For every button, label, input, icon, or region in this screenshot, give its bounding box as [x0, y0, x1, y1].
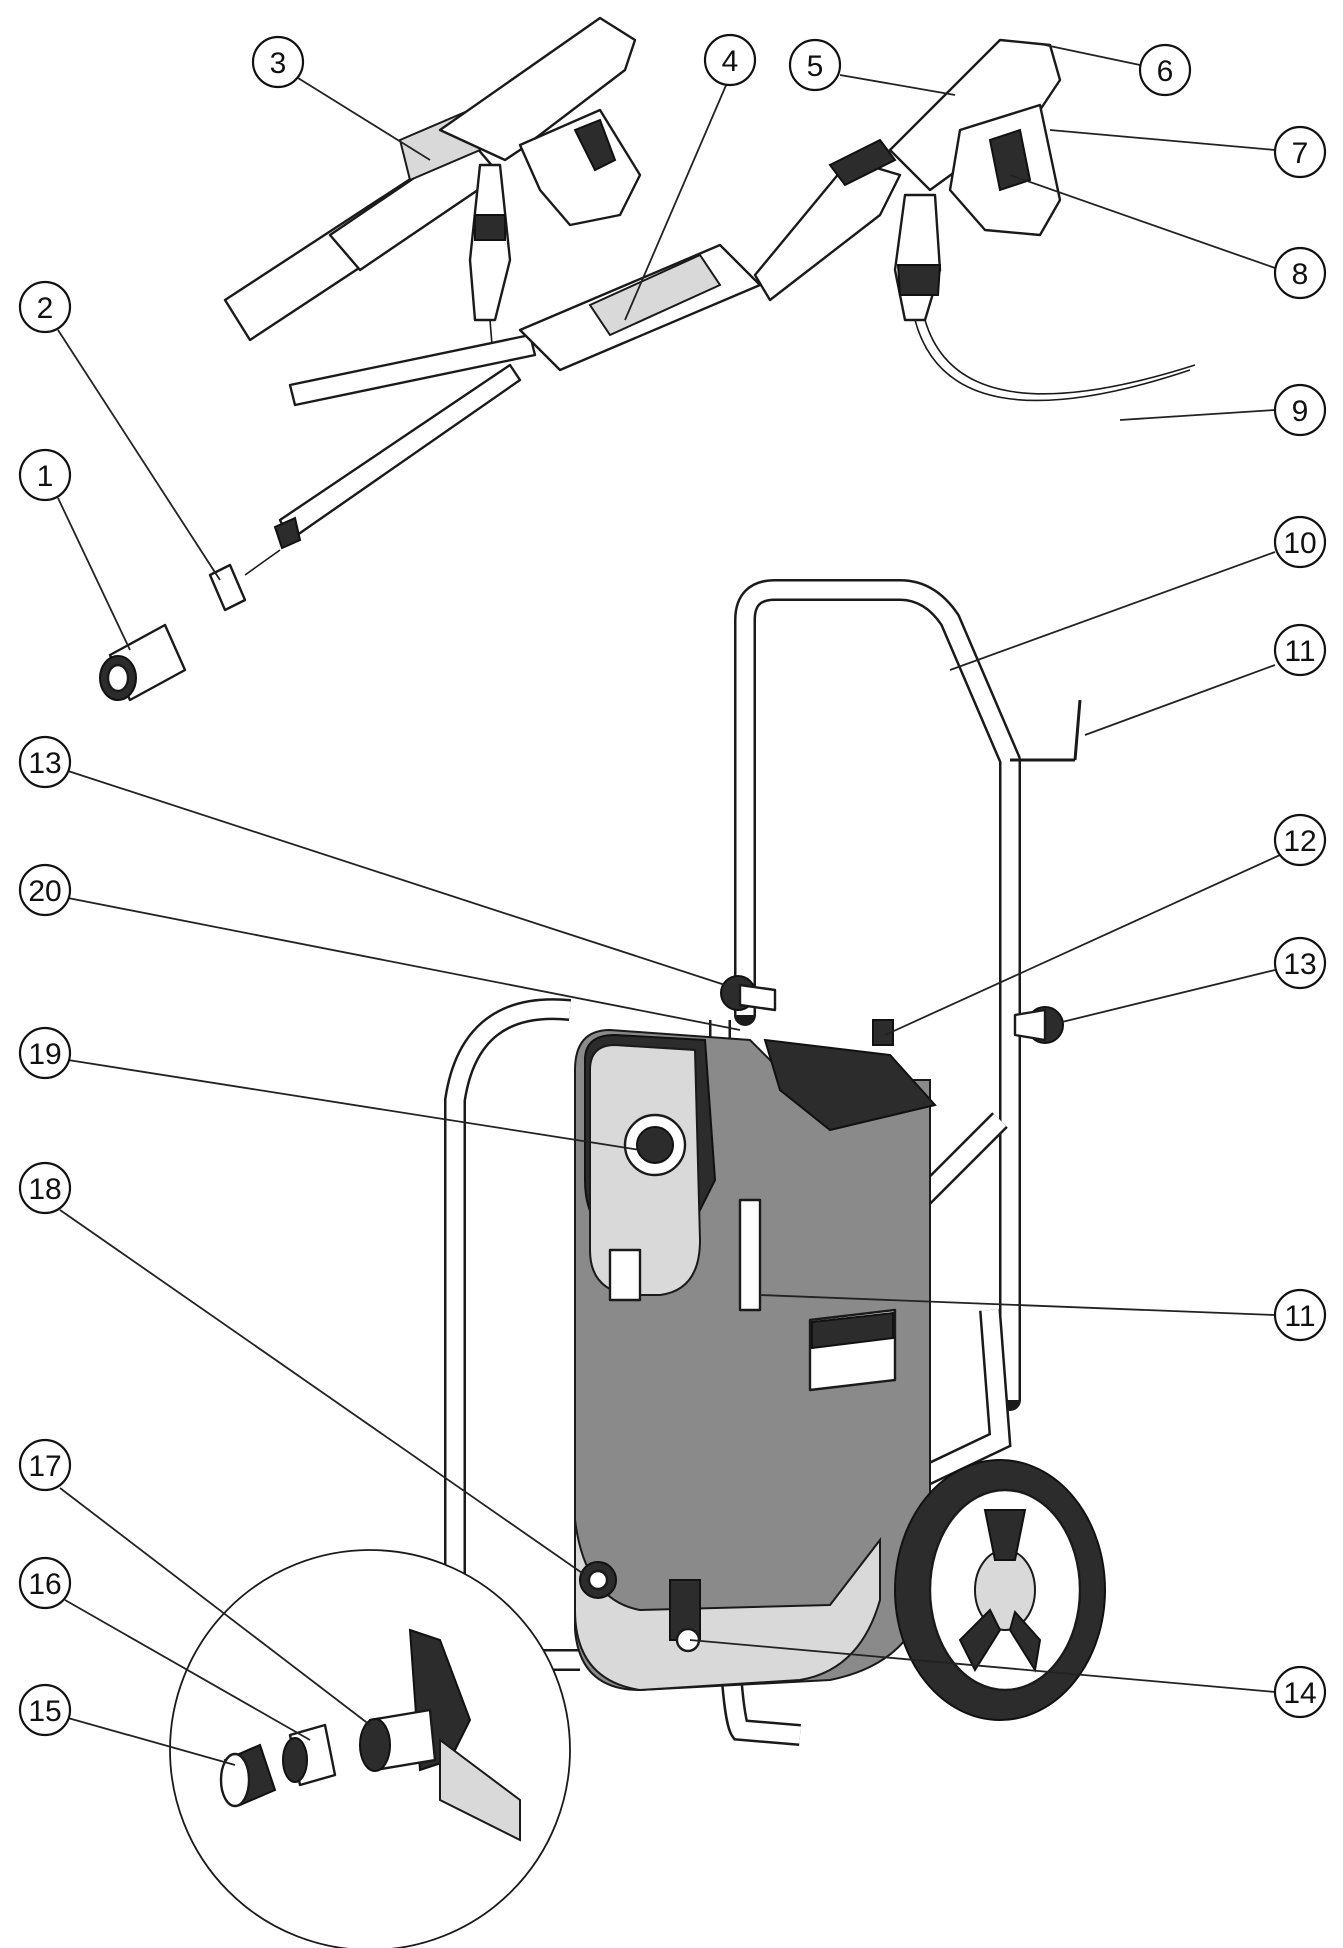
- callout-4: 4: [624, 33, 757, 321]
- callout-16-label: 16: [28, 1568, 61, 1601]
- illustration: [99, 16, 1196, 1948]
- callout-7: 7: [1049, 125, 1327, 179]
- callout-8: 8: [1009, 174, 1327, 300]
- callout-10: 10: [949, 515, 1327, 671]
- callout-18: 18: [18, 1161, 586, 1576]
- callout-14-label: 14: [1283, 1677, 1316, 1710]
- callout-5: 5: [788, 38, 956, 96]
- callout-4-label: 4: [722, 45, 739, 78]
- callout-15-label: 15: [28, 1695, 61, 1728]
- callout-11-top: 11: [1084, 623, 1327, 736]
- inlet-detail-illustration: [169, 1549, 571, 1948]
- callout-2-label: 2: [37, 292, 54, 325]
- callout-20: 20: [18, 863, 741, 1031]
- callout-9: 9: [1119, 383, 1327, 437]
- callout-13-left: 13: [18, 735, 726, 986]
- callout-17-label: 17: [28, 1450, 61, 1483]
- machine-body-illustration: [574, 1028, 937, 1692]
- callout-16: 16: [18, 1556, 311, 1741]
- callout-9-label: 9: [1292, 395, 1309, 428]
- callout-1-label: 1: [37, 460, 54, 493]
- callout-3-label: 3: [270, 47, 287, 80]
- wheel-illustration: [894, 1459, 1106, 1721]
- spray-gun-illustration: [273, 38, 1196, 550]
- callout-1: 1: [18, 448, 131, 651]
- callout-6: 6: [1044, 43, 1192, 97]
- callout-18-label: 18: [28, 1173, 61, 1206]
- callout-7-label: 7: [1292, 137, 1309, 170]
- callout-17: 17: [18, 1438, 371, 1726]
- callout-20-label: 20: [28, 875, 61, 908]
- callout-11-top-label: 11: [1284, 635, 1315, 668]
- gun-detail-illustration: [223, 16, 642, 346]
- callout-2: 2: [18, 280, 221, 581]
- callout-5-label: 5: [807, 50, 824, 83]
- callout-13-right: 13: [1061, 936, 1327, 1023]
- callout-11-bottom-label: 11: [1284, 1300, 1315, 1333]
- callout-13-right-label: 13: [1283, 948, 1316, 981]
- callout-8-label: 8: [1292, 258, 1309, 291]
- callout-10-label: 10: [1283, 527, 1316, 560]
- callout-11-bottom: 11: [759, 1288, 1327, 1342]
- callout-12-label: 12: [1283, 825, 1316, 858]
- knobs-illustration: [720, 975, 1064, 1312]
- callout-19-label: 19: [28, 1038, 61, 1071]
- callout-14: 14: [689, 1639, 1327, 1719]
- callout-19: 19: [18, 1026, 641, 1151]
- nozzle-illustration: [99, 549, 281, 702]
- callout-3: 3: [251, 35, 431, 161]
- callouts: 1 2 3 4 5 6 7: [18, 33, 1327, 1766]
- callout-15: 15: [18, 1683, 236, 1766]
- callout-13-left-label: 13: [28, 747, 61, 780]
- callout-12: 12: [884, 813, 1327, 1036]
- callout-6-label: 6: [1157, 55, 1174, 88]
